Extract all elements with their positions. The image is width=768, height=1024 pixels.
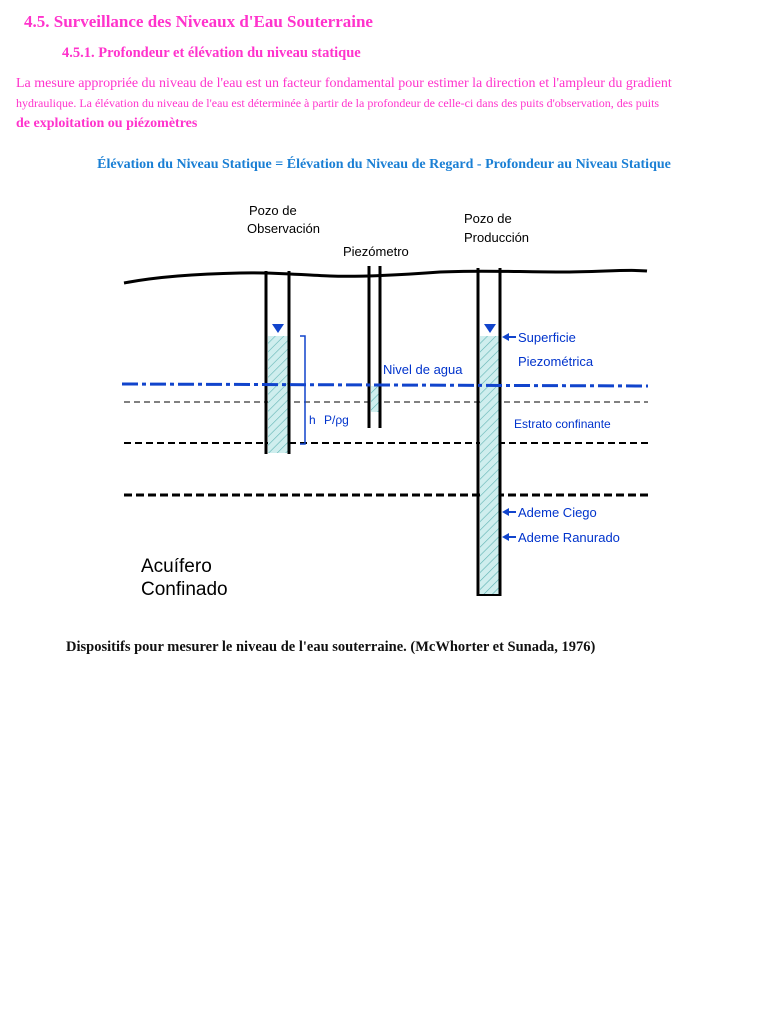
arrow-icon [502, 508, 516, 516]
h-symbol-label: h [309, 413, 316, 427]
paragraph-line-1: La mesure appropriée du niveau de l'eau … [16, 76, 672, 91]
arrow-icon [502, 333, 516, 341]
observation-well-label-2: Observación [247, 221, 320, 236]
water-level-marker-icon [272, 324, 284, 333]
aquifer-label-1: Acuífero [141, 556, 212, 577]
confining-layer-label: Estrato confinante [514, 417, 611, 431]
piezometric-surface-label-2: Piezométrica [518, 354, 594, 369]
piezometer-label: Piezómetro [343, 244, 409, 259]
production-well-label-2: Producción [464, 230, 529, 245]
arrow-icon [502, 533, 516, 541]
production-well-label-1: Pozo de [464, 211, 512, 226]
aquifer-label-2: Confinado [141, 579, 228, 600]
slotted-casing-label: Ademe Ranurado [518, 530, 620, 545]
water-level-label: Nivel de agua [383, 362, 463, 377]
figure-caption: Dispositifs pour mesurer le niveau de l'… [66, 639, 596, 655]
production-well [476, 268, 502, 596]
paragraph-line-2: hydraulique. La élévation du niveau de l… [16, 96, 660, 110]
piezometer [367, 266, 382, 428]
piezometric-water-line [121, 382, 649, 388]
h-bracket [300, 335, 306, 445]
piezometric-surface-label-1: Superficie [518, 330, 576, 345]
paragraph-line-3: de exploitation ou piézomètres [16, 116, 198, 131]
water-level-marker-icon [484, 324, 496, 333]
blind-casing-label: Ademe Ciego [518, 505, 597, 520]
observation-well [264, 271, 306, 454]
section-heading: 4.5. Surveillance des Niveaux d'Eau Sout… [24, 12, 373, 31]
observation-well-label-1: Pozo de [249, 203, 297, 218]
formula-text: Élévation du Niveau Statique = Élévation… [97, 157, 671, 172]
ground-surface-line [123, 268, 648, 285]
pressure-head-label: P/ρg [324, 413, 349, 427]
subsection-heading: 4.5.1. Profondeur et élévation du niveau… [62, 45, 361, 61]
